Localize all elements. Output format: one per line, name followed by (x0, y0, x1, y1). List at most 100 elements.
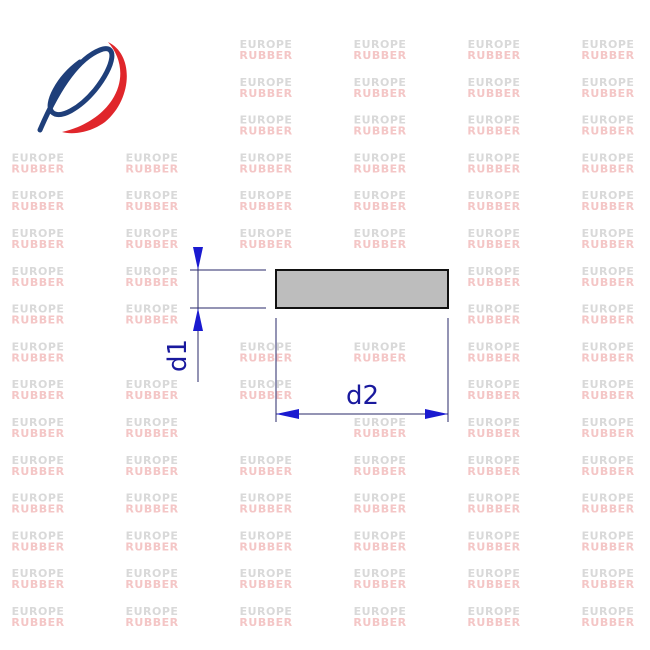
watermark-text: EUROPE (468, 38, 521, 51)
watermark-text: EUROPE (126, 454, 179, 467)
watermark-text: EUROPE (468, 605, 521, 618)
watermark-text: EUROPE (582, 529, 635, 542)
watermark-text: EUROPE (126, 567, 179, 580)
watermark-text: RUBBER (467, 351, 520, 364)
watermark-text: EUROPE (582, 340, 635, 353)
watermark-text: RUBBER (467, 125, 520, 138)
watermark-text: EUROPE (468, 189, 521, 202)
watermark-text: RUBBER (11, 616, 64, 629)
watermark-text: EUROPE (12, 227, 65, 240)
watermark-text: RUBBER (467, 314, 520, 327)
watermark-text: EUROPE (240, 567, 293, 580)
watermark-text: RUBBER (467, 578, 520, 591)
watermark-text: EUROPE (468, 227, 521, 240)
watermark-text: EUROPE (468, 529, 521, 542)
watermark-text: RUBBER (125, 276, 178, 289)
watermark-text: EUROPE (240, 605, 293, 618)
watermark-text: RUBBER (581, 427, 634, 440)
watermark-text: RUBBER (239, 238, 292, 251)
watermark-text: RUBBER (581, 503, 634, 516)
watermark-text: EUROPE (240, 76, 293, 89)
watermark-text: EUROPE (354, 605, 407, 618)
watermark-text: EUROPE (582, 227, 635, 240)
watermark-text: RUBBER (125, 616, 178, 629)
watermark-text: EUROPE (354, 454, 407, 467)
watermark-text: RUBBER (11, 200, 64, 213)
watermark-text: EUROPE (468, 567, 521, 580)
watermark-text: EUROPE (126, 416, 179, 429)
watermark-text: RUBBER (467, 427, 520, 440)
watermark-text: RUBBER (11, 503, 64, 516)
watermark-text: EUROPE (12, 492, 65, 505)
watermark-text: RUBBER (11, 238, 64, 251)
watermark-text: RUBBER (467, 276, 520, 289)
profile-rectangle (275, 269, 449, 309)
watermark-text: RUBBER (11, 578, 64, 591)
watermark-text: RUBBER (467, 616, 520, 629)
watermark-text: RUBBER (467, 162, 520, 175)
watermark-text: RUBBER (353, 503, 406, 516)
d2-label: d2 (346, 381, 379, 411)
watermark-text: RUBBER (353, 200, 406, 213)
watermark-text: EUROPE (468, 340, 521, 353)
watermark-text: EUROPE (240, 114, 293, 127)
watermark-text: EUROPE (240, 492, 293, 505)
watermark-text: EUROPE (354, 189, 407, 202)
watermark-text: EUROPE (468, 454, 521, 467)
watermark-text: RUBBER (581, 578, 634, 591)
watermark-text: EUROPE (354, 114, 407, 127)
watermark-text: EUROPE (12, 378, 65, 391)
watermark-text: EUROPE (582, 114, 635, 127)
watermark-text: EUROPE (468, 378, 521, 391)
watermark-text: EUROPE (126, 492, 179, 505)
watermark-text: RUBBER (239, 465, 292, 478)
watermark-text: EUROPE (126, 529, 179, 542)
watermark-text: EUROPE (12, 340, 65, 353)
watermark-text: EUROPE (12, 303, 65, 316)
watermark-text: RUBBER (353, 162, 406, 175)
watermark-text: EUROPE (12, 605, 65, 618)
watermark-text: EUROPE (12, 567, 65, 580)
watermark-text: EUROPE (12, 265, 65, 278)
watermark-text: EUROPE (240, 151, 293, 164)
watermark-text: RUBBER (11, 276, 64, 289)
watermark-text: RUBBER (467, 389, 520, 402)
